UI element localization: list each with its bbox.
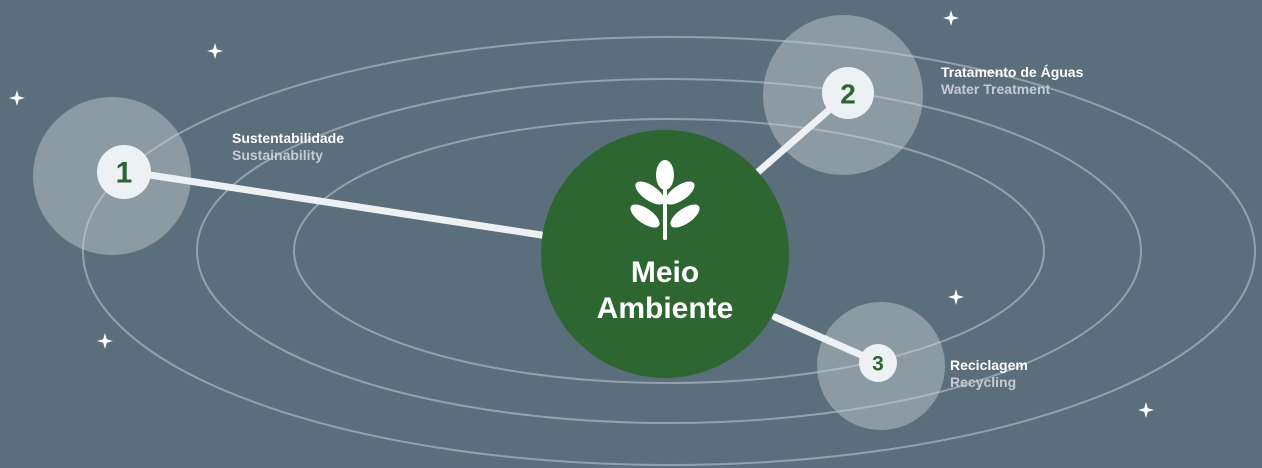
sparkle-icon <box>207 43 223 59</box>
node-1-badge <box>97 145 151 199</box>
orbit-ring-large <box>196 78 1142 424</box>
node-3-label-en: Recycling <box>950 374 1017 390</box>
node-3-number: 3 <box>872 353 884 376</box>
node-2-number: 2 <box>840 79 856 110</box>
node-1-label-pt: Sustentabilidade <box>232 130 345 146</box>
center-title: Meio Ambiente <box>541 255 789 327</box>
sparkle-icon <box>97 333 113 349</box>
node-2-badge <box>822 67 874 119</box>
center-circle <box>541 130 789 378</box>
node-3-badge <box>859 344 897 382</box>
orbit-ring-outer <box>82 36 1256 466</box>
center-title-line-2: Ambiente <box>596 292 734 325</box>
node-1-number: 1 <box>116 157 133 190</box>
node-2-label-pt: Tratamento de Águas <box>941 64 1084 80</box>
node-3-label-pt: Reciclagem <box>950 357 1028 373</box>
node-2-label: Tratamento de Águas Water Treatment <box>941 64 1083 98</box>
connector-line-2 <box>754 106 833 176</box>
sparkle-icon <box>9 90 25 106</box>
node-2-label-en: Water Treatment <box>941 81 1051 97</box>
node-1-label: Sustentabilidade Sustainability <box>232 130 344 164</box>
connector-line-1 <box>126 168 552 240</box>
connector-line-3 <box>771 313 872 362</box>
node-3-label: Reciclagem Recycling <box>950 357 1028 391</box>
sparkle-icon <box>948 289 964 305</box>
leaf-sprout-icon <box>630 160 700 240</box>
orbit-ring-medium <box>293 118 1045 384</box>
sparkle-icon <box>1138 402 1154 418</box>
sparkle-icon <box>943 10 959 26</box>
center-title-line-1: Meio <box>630 256 700 289</box>
node-1-label-en: Sustainability <box>232 147 324 163</box>
